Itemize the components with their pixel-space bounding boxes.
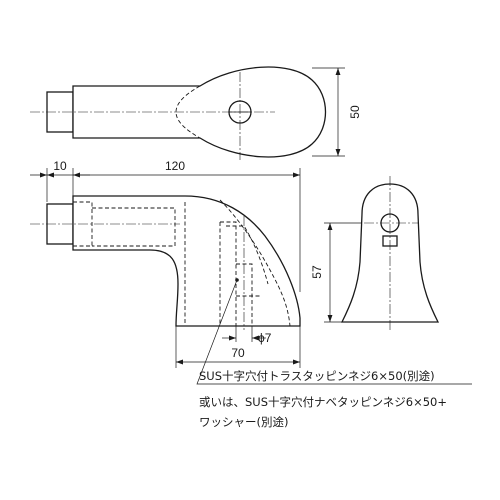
front-view-hidden-curve-outer bbox=[219, 199, 291, 327]
dim-57-label: 57 bbox=[310, 265, 324, 279]
dim-10-label: 10 bbox=[53, 159, 67, 173]
top-view-hidden-edge bbox=[175, 85, 201, 139]
top-view: 50 bbox=[30, 66, 362, 160]
screw-note-line-2: 或いは、SUS十字穴付ナベタッピンネジ6×50+ bbox=[199, 395, 448, 409]
front-view-body-outline bbox=[72, 195, 301, 327]
front-view-hidden-cavity bbox=[92, 207, 176, 247]
screw-leader-line bbox=[196, 279, 472, 385]
dim-120-label: 120 bbox=[165, 159, 185, 173]
screw-note-line-1: SUS十字穴付トラスタッピンネジ6×50(別途) bbox=[199, 369, 435, 383]
screw-note-line-3: ワッシャー(別途) bbox=[199, 415, 289, 429]
screw-leader-dot bbox=[235, 278, 239, 282]
front-view: 10 120 ϕ7 70 bbox=[30, 159, 472, 385]
front-view-hidden-slot-right bbox=[220, 221, 237, 326]
dim-phi7-label: ϕ7 bbox=[258, 331, 272, 345]
front-view-hidden-inner bbox=[226, 225, 269, 285]
side-view: 57 bbox=[310, 176, 440, 332]
dim-50-label: 50 bbox=[348, 105, 362, 119]
dim-70-label: 70 bbox=[231, 346, 245, 360]
front-view-hidden-hole bbox=[236, 263, 253, 326]
